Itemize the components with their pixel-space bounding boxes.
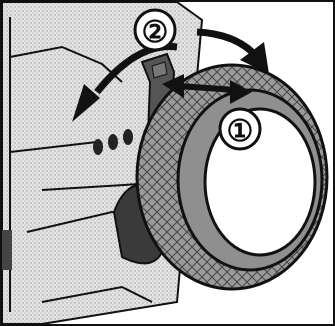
figure-canvas: ② ①	[2, 2, 329, 324]
double-arrow-icon	[162, 74, 252, 104]
callout-1-label: ①	[227, 115, 254, 148]
side-strip	[2, 230, 12, 270]
callout-2-label: ②	[142, 16, 169, 49]
vent-holes	[93, 129, 133, 155]
lens-ring-icon	[112, 63, 329, 291]
callout-2: ②	[133, 8, 177, 52]
callout-1: ①	[218, 107, 262, 151]
